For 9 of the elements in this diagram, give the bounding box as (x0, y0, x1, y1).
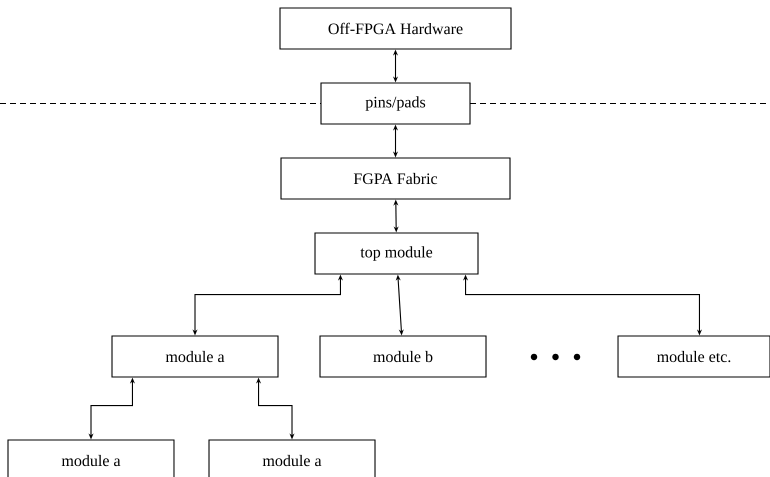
module-box: module a (208, 439, 376, 477)
module-box: module a (7, 439, 175, 477)
module-box: pins/pads (320, 82, 471, 125)
module-box: module b (319, 335, 487, 378)
module-box: FGPA Fabric (280, 157, 511, 200)
module-box: module a (111, 335, 279, 378)
module-box: module etc. (617, 335, 770, 378)
module-box: top module (314, 232, 479, 275)
module-box: Off-FPGA Hardware (279, 7, 512, 50)
